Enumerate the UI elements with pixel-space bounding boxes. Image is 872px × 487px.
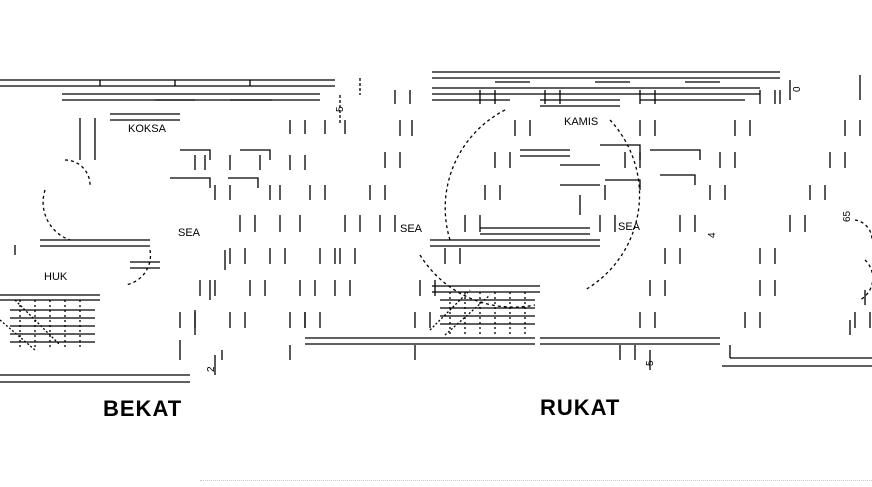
left-building-title: BEKAT	[103, 396, 183, 421]
room-label-left-sea: SEA	[178, 227, 201, 239]
room-label-right-sea: SEA	[618, 221, 641, 233]
room-label-left-hall: HUK	[44, 271, 68, 283]
left-building	[0, 78, 361, 383]
room-label-mid-sea: SEA	[400, 223, 423, 235]
room-label-left-upper: KOKSA	[128, 123, 166, 135]
dimension-label-bottom-left: 2	[206, 366, 217, 372]
dimension-label-right-mid: 4	[707, 232, 718, 238]
dimension-label-bottom-mid: 5	[645, 360, 656, 366]
room-label-right-upper: KAMIS	[564, 116, 599, 128]
dimension-label-top-right: 0	[792, 86, 803, 92]
right-building	[289, 71, 872, 370]
footer-dotted-rule	[200, 480, 872, 481]
right-building-title: RUKAT	[540, 395, 621, 420]
dimension-label-top-mid: 5	[335, 106, 346, 112]
dimension-label-far-right: 65	[842, 210, 853, 222]
